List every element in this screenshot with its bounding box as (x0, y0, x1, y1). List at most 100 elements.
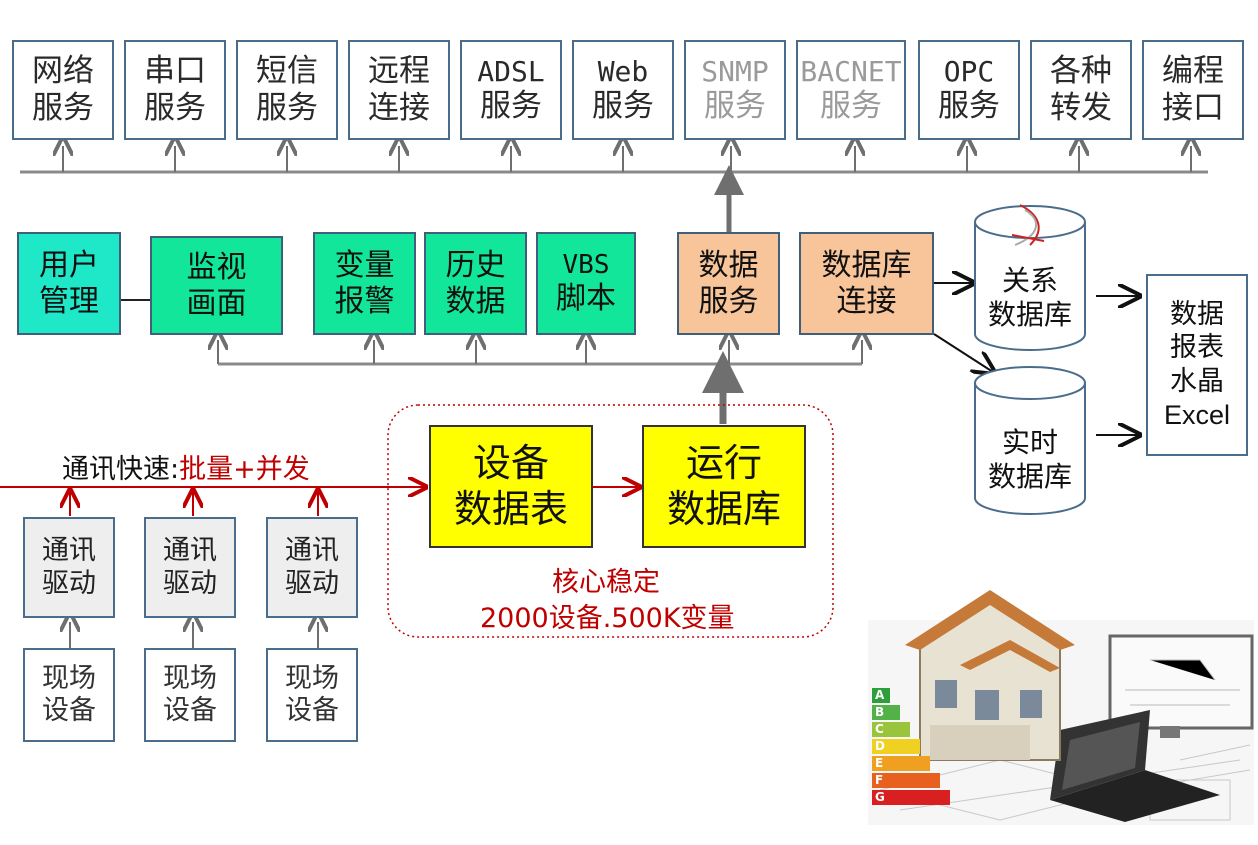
service-label-line2: 服务 (704, 88, 766, 125)
service-label-line2: 服务 (32, 90, 94, 126)
variable-alarm-line1: 变量 (334, 247, 395, 283)
realtime-db-line2: 数据库 (987, 460, 1072, 493)
comm-speed-label: 通讯快速:批量+并发 (62, 447, 310, 486)
service-box-10: 编程接口 (1142, 40, 1244, 140)
energy-label-f: F (875, 773, 884, 787)
runtime-db-line2: 数据库 (666, 486, 781, 531)
service-box-1: 串口服务 (124, 40, 226, 140)
field-device-text: 设备 (42, 695, 96, 726)
service-label-line2: 服务 (938, 88, 1000, 125)
database-connection-line2: 连接 (836, 283, 897, 319)
monitor-screen-line2: 画面 (186, 285, 247, 321)
service-label-line1: ADSL (477, 54, 545, 88)
service-label-line2: 服务 (820, 88, 882, 125)
comm-driver-box-0: 通讯驱动 (23, 517, 115, 618)
relational-database-label: 关系 数据库 (978, 258, 1082, 338)
service-label-line1: BACNET (800, 54, 902, 88)
realtime-db-cylinder (974, 366, 1086, 515)
database-connection-box: 数据库 连接 (799, 232, 934, 335)
history-data-box: 历史 数据 (424, 232, 527, 335)
core-caption-1: 核心稳定 (552, 567, 660, 598)
vbs-script-box: VBS 脚本 (536, 232, 636, 335)
data-service-line2: 服务 (698, 283, 759, 319)
comm-driver-text: 驱动 (163, 567, 217, 599)
house-energy-illustration (868, 590, 1254, 825)
comm-driver-text: 通讯 (42, 535, 96, 567)
service-label-line1: 网络 (32, 52, 94, 89)
report-output-box: 数据 报表 水晶 Excel (1146, 274, 1248, 456)
service-label-line1: 短信 (256, 52, 318, 89)
runtime-db-line1: 运行 (685, 440, 762, 485)
energy-label-d: D (875, 739, 885, 753)
relational-db-cylinder (974, 204, 1086, 351)
service-label-line1: Web (597, 54, 649, 88)
history-data-line2: 数据 (445, 283, 506, 319)
comm-driver-box-1: 通讯驱动 (144, 517, 236, 618)
energy-label-g: G (875, 790, 885, 804)
comm-highlight: 批量+并发 (179, 454, 310, 485)
comm-driver-text: 驱动 (285, 567, 339, 599)
service-label-line2: 服务 (480, 88, 542, 125)
service-label-line2: 接口 (1162, 90, 1224, 126)
output-line3: 水晶 (1170, 366, 1224, 397)
field-device-text: 现场 (42, 662, 96, 694)
database-connection-line1: 数据库 (821, 247, 912, 283)
output-line2: 报表 (1170, 332, 1224, 364)
service-box-0: 网络服务 (12, 40, 114, 140)
energy-label-e: E (875, 756, 884, 770)
service-label-line2: 服务 (592, 88, 654, 125)
service-label-line2: 连接 (368, 90, 430, 126)
monitor-screen-box: 监视 画面 (150, 236, 283, 335)
field-device-text: 设备 (285, 695, 339, 726)
comm-driver-text: 通讯 (285, 535, 339, 567)
service-box-9: 各种转发 (1030, 40, 1132, 140)
output-line1: 数据 (1170, 298, 1224, 330)
runtime-database-box: 运行 数据库 (642, 425, 806, 548)
device-table-line1: 设备 (472, 440, 549, 485)
service-label-line2: 服务 (256, 90, 318, 126)
user-management-line2: 管理 (39, 283, 99, 319)
service-label-line1: 编程 (1162, 52, 1224, 89)
field-device-box-2: 现场设备 (266, 648, 358, 742)
realtime-db-line1: 实时 (1001, 426, 1058, 460)
field-device-text: 现场 (163, 662, 217, 694)
comm-driver-box-2: 通讯驱动 (266, 517, 358, 618)
relational-db-line1: 关系 (1001, 264, 1058, 298)
device-table-line2: 数据表 (453, 486, 568, 531)
data-service-line1: 数据 (698, 247, 759, 283)
field-device-text: 设备 (163, 695, 217, 726)
data-service-box: 数据 服务 (677, 232, 780, 335)
field-device-box-0: 现场设备 (23, 648, 115, 742)
service-label-line1: OPC (943, 54, 995, 88)
energy-label-b: B (875, 705, 885, 719)
core-caption-2: 2000设备.500K变量 (480, 603, 735, 634)
comm-driver-text: 通讯 (163, 535, 217, 567)
service-label-line2: 转发 (1050, 90, 1112, 126)
user-management-line1: 用户 (39, 247, 99, 283)
field-device-text: 现场 (285, 662, 339, 694)
service-box-3: 远程连接 (348, 40, 450, 140)
energy-label-c: C (875, 722, 884, 736)
user-management-box: 用户 管理 (17, 232, 121, 335)
vbs-script-line1: VBS (562, 249, 610, 280)
service-label-line1: 各种 (1050, 52, 1112, 89)
history-data-line1: 历史 (445, 247, 506, 283)
field-device-box-1: 现场设备 (144, 648, 236, 742)
service-label-line1: SNMP (701, 54, 769, 88)
monitor-screen-line1: 监视 (186, 249, 247, 285)
energy-label-a: A (875, 688, 885, 702)
device-data-table-box: 设备 数据表 (429, 425, 593, 548)
variable-alarm-box: 变量 报警 (313, 232, 416, 335)
service-box-2: 短信服务 (236, 40, 338, 140)
service-label-line1: 远程 (368, 52, 430, 89)
comm-driver-text: 驱动 (42, 567, 96, 599)
service-label-line1: 串口 (144, 52, 206, 89)
comm-prefix: 通讯快速: (62, 454, 180, 485)
service-label-line2: 服务 (144, 90, 206, 126)
